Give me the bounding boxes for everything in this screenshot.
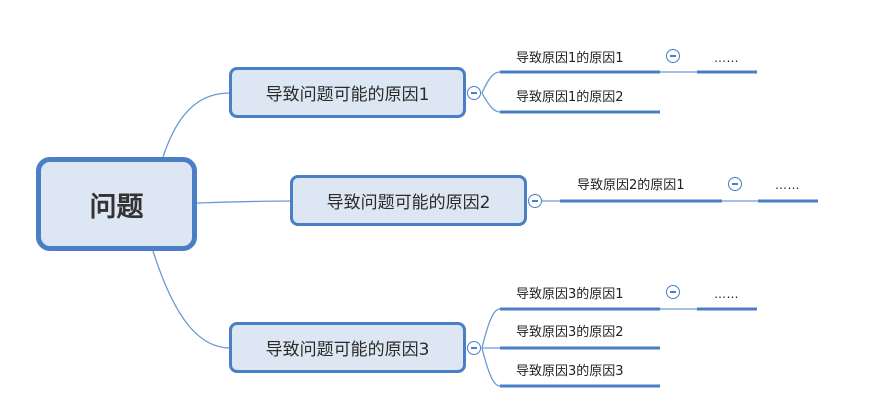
branch-node-2[interactable]: 导致问题可能的原因2 bbox=[290, 175, 527, 226]
root-label: 问题 bbox=[89, 191, 144, 223]
branch-node-3[interactable]: 导致问题可能的原因3 bbox=[229, 322, 466, 373]
leaf-node[interactable]: 导致原因3的原因1 bbox=[516, 287, 624, 302]
leaf-node[interactable]: 导致原因3的原因2 bbox=[516, 325, 624, 340]
leaf-node[interactable]: 导致原因1的原因1 bbox=[516, 51, 624, 66]
root-node[interactable]: 问题 bbox=[36, 157, 197, 251]
collapse-toggle-icon[interactable] bbox=[666, 285, 680, 299]
connector-root-branch3 bbox=[152, 250, 231, 349]
connector-root-branch1 bbox=[162, 92, 231, 158]
connector-b3-leaf1 bbox=[481, 308, 501, 349]
leaf-child-node[interactable]: …… bbox=[775, 178, 800, 192]
collapse-toggle-icon[interactable] bbox=[666, 49, 680, 63]
collapse-toggle-icon[interactable] bbox=[467, 341, 481, 355]
branch-label: 导致问题可能的原因2 bbox=[326, 193, 491, 213]
branch-label: 导致问题可能的原因3 bbox=[265, 340, 430, 360]
collapse-toggle-icon[interactable] bbox=[467, 86, 481, 100]
collapse-toggle-icon[interactable] bbox=[728, 177, 742, 191]
leaf-node[interactable]: 导致原因1的原因2 bbox=[516, 90, 624, 105]
branch-node-1[interactable]: 导致问题可能的原因1 bbox=[229, 67, 466, 118]
leaf-node[interactable]: 导致原因3的原因3 bbox=[516, 364, 624, 379]
connector-root-branch2 bbox=[196, 200, 291, 204]
connector-b1-leaf1 bbox=[481, 71, 501, 94]
leaf-node[interactable]: 导致原因2的原因1 bbox=[577, 178, 685, 193]
collapse-toggle-icon[interactable] bbox=[528, 194, 542, 208]
connector-b3-leaf3 bbox=[481, 347, 501, 387]
branch-label: 导致问题可能的原因1 bbox=[265, 85, 430, 105]
leaf-child-node[interactable]: …… bbox=[714, 287, 739, 301]
leaf-child-node[interactable]: …… bbox=[714, 51, 739, 65]
connector-b1-leaf2 bbox=[481, 92, 501, 113]
